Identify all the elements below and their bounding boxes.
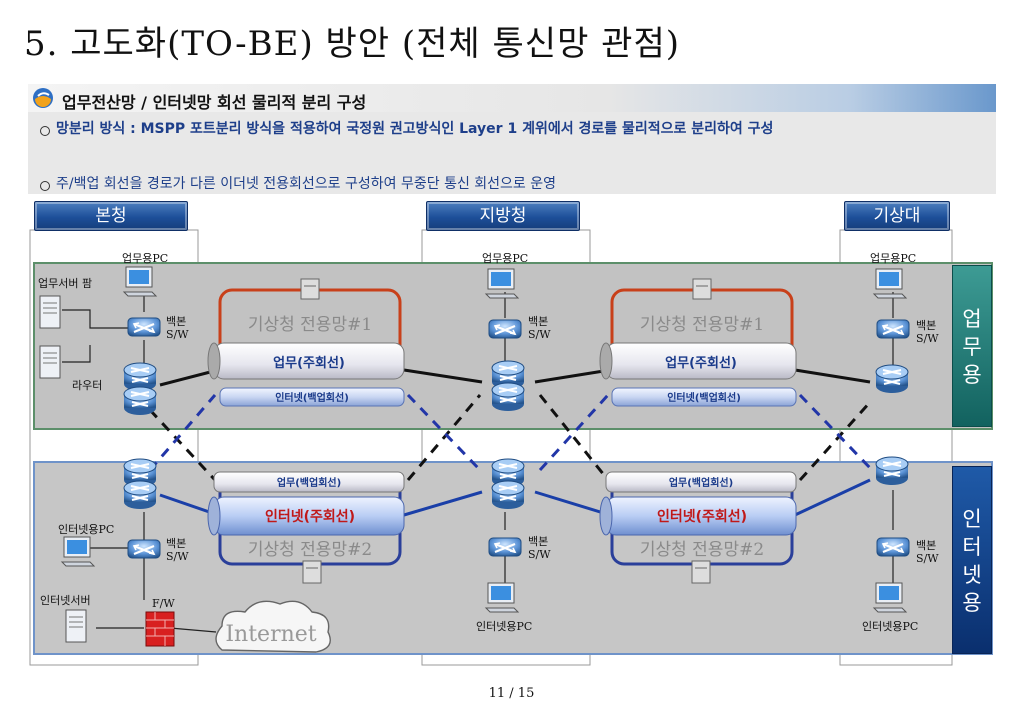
mux-icon — [302, 560, 322, 584]
router-icon — [123, 480, 157, 510]
business-backup-label: 업무(백업회선) — [277, 476, 341, 489]
mux-icon — [300, 278, 320, 300]
pc-icon — [873, 268, 907, 299]
section-header-bar — [28, 84, 996, 112]
pipe-internet-backup — [611, 387, 797, 407]
pipe-business-backup — [605, 471, 797, 493]
zone-char: 무 — [962, 335, 982, 359]
pc-icon — [485, 582, 519, 613]
zone-char: 업 — [962, 307, 982, 331]
switch-icon — [875, 536, 911, 558]
server-icon — [65, 609, 87, 643]
mux-icon — [691, 560, 711, 584]
dedicated-net1-label: 기상청 전용망#1 — [248, 315, 372, 335]
router-icon — [491, 382, 525, 412]
server-farm-label: 업무서버 팜 — [38, 277, 92, 290]
pipe-internet-backup — [219, 387, 405, 407]
zone-char: 인 — [962, 507, 982, 531]
zone-char: 용 — [962, 591, 982, 615]
dedicated-net2-label: 기상청 전용망#2 — [248, 540, 372, 560]
page-number: 11 / 15 — [488, 686, 535, 701]
site-badge-regional: 지방청 — [426, 201, 580, 231]
business-pc-label: 업무용PC — [122, 252, 168, 265]
firewall-label: F/W — [152, 597, 175, 610]
switch-icon — [126, 538, 162, 560]
site-badge-kma: 기상대 — [844, 201, 950, 231]
site-badge-hq: 본청 — [34, 201, 188, 231]
internet-cloud-label: Internet — [225, 622, 316, 647]
switch-icon — [875, 318, 911, 340]
zone-char: 터 — [962, 535, 982, 559]
business-backup-label: 업무(백업회선) — [669, 476, 733, 489]
zone-char: 용 — [962, 363, 982, 387]
pc-icon — [485, 268, 519, 299]
business-pc-label: 업무용PC — [870, 252, 916, 265]
pipe-internet-main — [207, 496, 405, 536]
business-main-label: 업무(주회선) — [665, 355, 737, 371]
page-title: 5. 고도화(TO-BE) 방안 (전체 통신망 관점) — [24, 24, 680, 64]
business-pc-label: 업무용PC — [482, 252, 528, 265]
firewall-icon — [145, 611, 175, 647]
switch-icon — [487, 536, 523, 558]
server-icon — [39, 295, 61, 329]
bullet-item: 주/백업 회선을 경로가 다른 이더넷 전용회선으로 구성하여 무중단 통신 회… — [40, 175, 990, 194]
router-icon — [123, 386, 157, 416]
dedicated-net1-label: 기상청 전용망#1 — [640, 315, 764, 335]
internet-server-label: 인터넷서버 — [40, 594, 91, 607]
swirl-bullet-icon — [33, 88, 53, 108]
pipe-internet-main — [599, 496, 797, 536]
pipe-business-main — [207, 342, 405, 380]
switch-icon — [487, 318, 523, 340]
server-icon — [39, 345, 61, 379]
pipe-business-backup — [213, 471, 405, 493]
internet-backup-label: 인터넷(백업회선) — [275, 391, 349, 404]
connection-lines — [62, 292, 894, 633]
router-icon — [875, 364, 909, 394]
router-icon — [875, 456, 909, 486]
internet-main-label: 인터넷(주회선) — [657, 508, 747, 525]
internet-backup-label: 인터넷(백업회선) — [667, 391, 741, 404]
internet-main-label: 인터넷(주회선) — [265, 508, 355, 525]
dedicated-net2-label: 기상청 전용망#2 — [640, 540, 764, 560]
pc-icon — [873, 582, 907, 613]
internet-pc-label: 인터넷용PC — [862, 620, 918, 633]
section-title: 업무전산망 / 인터넷망 회선 물리적 분리 구성 — [62, 93, 367, 112]
zone-char: 넷 — [962, 563, 982, 587]
pc-icon — [61, 536, 95, 567]
internet-pc-label: 인터넷용PC — [58, 523, 114, 536]
router-icon — [491, 480, 525, 510]
cloud-icon — [215, 600, 331, 653]
internet-pc-label: 인터넷용PC — [476, 620, 532, 633]
pc-icon — [123, 266, 157, 297]
business-main-label: 업무(주회선) — [273, 355, 345, 371]
bullet-item: 망분리 방식 : MSPP 포트분리 방식을 적용하여 국정원 권고방식인 La… — [40, 120, 990, 139]
pipe-business-main — [599, 342, 797, 380]
mux-icon — [692, 278, 712, 300]
router-label: 라우터 — [72, 379, 102, 392]
bullet-area — [28, 112, 996, 194]
switch-icon — [126, 316, 162, 338]
